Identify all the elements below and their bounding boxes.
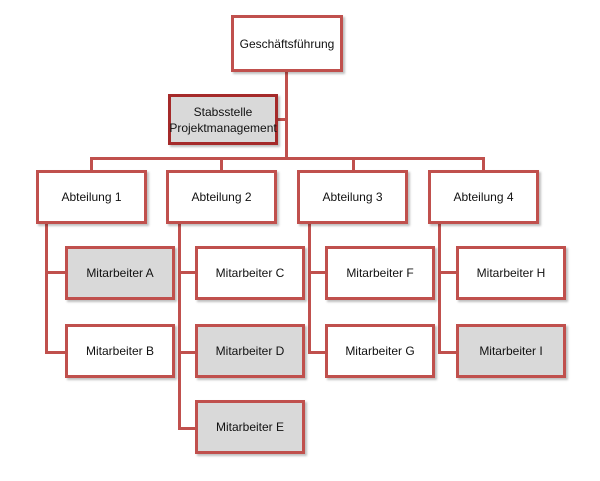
node-label: Mitarbeiter A bbox=[86, 266, 154, 280]
node-management: Geschäftsführung bbox=[231, 15, 343, 72]
node-member-e: Mitarbeiter E bbox=[195, 400, 305, 454]
connector-dept-3 bbox=[352, 157, 355, 171]
node-label: Geschäftsführung bbox=[239, 36, 335, 51]
node-label: Stabsstelle Projektmanagement bbox=[169, 104, 277, 135]
connector-branch-1 bbox=[45, 223, 48, 353]
connector-dept-2 bbox=[220, 157, 223, 171]
connector-member-c bbox=[178, 271, 196, 274]
connector-member-g bbox=[308, 351, 326, 354]
connector-member-d bbox=[178, 351, 196, 354]
node-department-4: Abteilung 4 bbox=[428, 170, 539, 224]
node-label: Mitarbeiter C bbox=[215, 266, 285, 280]
node-label: Abteilung 3 bbox=[322, 190, 383, 204]
node-member-b: Mitarbeiter B bbox=[65, 324, 175, 378]
connector-member-e bbox=[178, 427, 196, 430]
node-department-3: Abteilung 3 bbox=[297, 170, 408, 224]
node-member-i: Mitarbeiter I bbox=[456, 324, 566, 378]
node-label: Abteilung 4 bbox=[453, 190, 514, 204]
connector-dept-1 bbox=[90, 157, 93, 171]
node-label: Mitarbeiter G bbox=[345, 344, 415, 358]
node-label: Abteilung 1 bbox=[61, 190, 122, 204]
connector-branch-2 bbox=[178, 223, 181, 429]
connector-member-b bbox=[45, 351, 65, 354]
connector-top-vertical bbox=[285, 70, 288, 160]
connector-member-i bbox=[438, 351, 458, 354]
node-member-g: Mitarbeiter G bbox=[325, 324, 435, 378]
node-label: Mitarbeiter F bbox=[346, 266, 414, 280]
node-department-2: Abteilung 2 bbox=[166, 170, 277, 224]
node-label: Mitarbeiter H bbox=[476, 266, 546, 280]
node-department-1: Abteilung 1 bbox=[36, 170, 147, 224]
connector-branch-3 bbox=[308, 223, 311, 353]
node-label: Mitarbeiter D bbox=[215, 344, 285, 358]
node-label: Mitarbeiter I bbox=[479, 344, 543, 358]
node-member-h: Mitarbeiter H bbox=[456, 246, 566, 300]
node-member-f: Mitarbeiter F bbox=[325, 246, 435, 300]
connector-dept-4 bbox=[482, 157, 485, 171]
node-member-d: Mitarbeiter D bbox=[195, 324, 305, 378]
connector-member-h bbox=[438, 271, 458, 274]
node-member-c: Mitarbeiter C bbox=[195, 246, 305, 300]
node-label: Abteilung 2 bbox=[191, 190, 252, 204]
node-member-a: Mitarbeiter A bbox=[65, 246, 175, 300]
node-label: Mitarbeiter E bbox=[215, 420, 285, 434]
node-label: Mitarbeiter B bbox=[85, 344, 155, 358]
connector-branch-4 bbox=[438, 223, 441, 353]
connector-member-f bbox=[308, 271, 326, 274]
connector-staff bbox=[276, 118, 286, 121]
node-staff-unit: Stabsstelle Projektmanagement bbox=[168, 94, 278, 145]
connector-member-a bbox=[45, 271, 65, 274]
connector-departments-bus bbox=[90, 157, 485, 160]
